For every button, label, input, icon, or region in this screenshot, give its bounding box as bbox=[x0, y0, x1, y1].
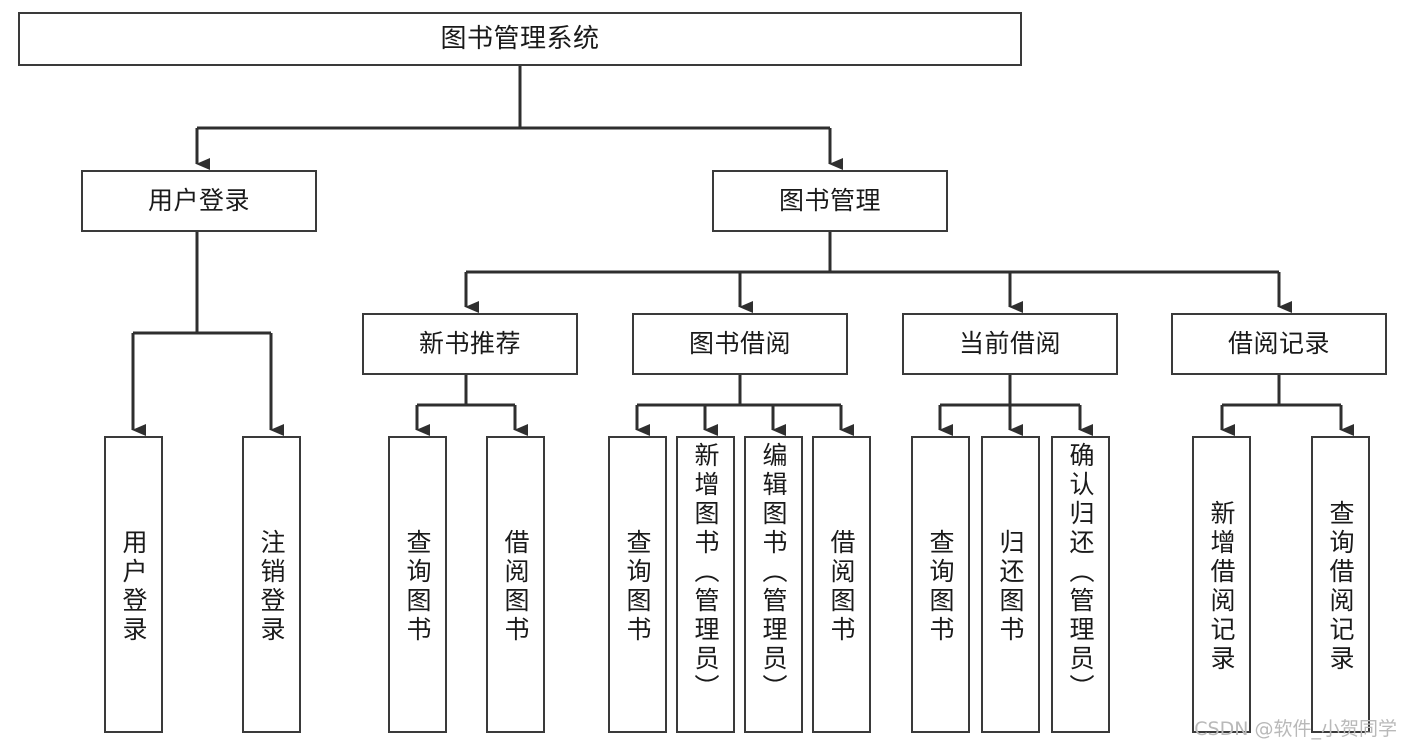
node-leaf-return-book[interactable]: 归还图书 bbox=[981, 436, 1040, 733]
node-borrow-record-label: 借阅记录 bbox=[1227, 329, 1330, 359]
node-root-label: 图书管理系统 bbox=[440, 23, 600, 54]
node-leaf-edit-book[interactable]: 编辑图书（管理员） bbox=[744, 436, 803, 733]
node-leaf-confirm-return-label: 确认归还（管理员） bbox=[1066, 442, 1095, 703]
node-book-mgmt[interactable]: 图书管理 bbox=[712, 170, 948, 232]
node-leaf-user-logout-label: 注销登录 bbox=[257, 528, 286, 645]
node-leaf-add-record[interactable]: 新增借阅记录 bbox=[1192, 436, 1251, 733]
node-leaf-query-record-label: 查询借阅记录 bbox=[1326, 499, 1355, 674]
node-leaf-user-login-label: 用户登录 bbox=[119, 528, 148, 645]
node-leaf-user-logout[interactable]: 注销登录 bbox=[242, 436, 301, 733]
node-borrow-record[interactable]: 借阅记录 bbox=[1171, 313, 1387, 375]
node-leaf-add-book[interactable]: 新增图书（管理员） bbox=[676, 436, 735, 733]
node-new-book-rec-label: 新书推荐 bbox=[418, 329, 521, 359]
node-new-book-rec[interactable]: 新书推荐 bbox=[362, 313, 578, 375]
node-leaf-query-book-3-label: 查询图书 bbox=[926, 528, 955, 645]
node-root[interactable]: 图书管理系统 bbox=[18, 12, 1022, 66]
csdn-watermark: CSDN @软件_小贺同学 bbox=[1194, 718, 1397, 740]
node-book-borrow[interactable]: 图书借阅 bbox=[632, 313, 848, 375]
node-book-mgmt-label: 图书管理 bbox=[778, 186, 881, 216]
node-leaf-user-login[interactable]: 用户登录 bbox=[104, 436, 163, 733]
node-leaf-query-book-1[interactable]: 查询图书 bbox=[388, 436, 447, 733]
node-leaf-query-book-2[interactable]: 查询图书 bbox=[608, 436, 667, 733]
node-leaf-borrow-book-2-label: 借阅图书 bbox=[827, 528, 856, 645]
node-leaf-query-book-2-label: 查询图书 bbox=[623, 528, 652, 645]
node-book-borrow-label: 图书借阅 bbox=[688, 329, 791, 359]
node-user-login-label: 用户登录 bbox=[147, 186, 250, 216]
node-leaf-query-book-3[interactable]: 查询图书 bbox=[911, 436, 970, 733]
node-leaf-add-book-label: 新增图书（管理员） bbox=[691, 442, 720, 703]
node-leaf-return-book-label: 归还图书 bbox=[996, 528, 1025, 645]
node-leaf-borrow-book-2[interactable]: 借阅图书 bbox=[812, 436, 871, 733]
node-leaf-borrow-book-1-label: 借阅图书 bbox=[501, 528, 530, 645]
node-leaf-query-record[interactable]: 查询借阅记录 bbox=[1311, 436, 1370, 733]
node-current-borrow-label: 当前借阅 bbox=[958, 329, 1061, 359]
node-current-borrow[interactable]: 当前借阅 bbox=[902, 313, 1118, 375]
node-leaf-query-book-1-label: 查询图书 bbox=[403, 528, 432, 645]
node-leaf-edit-book-label: 编辑图书（管理员） bbox=[759, 442, 788, 703]
node-user-login[interactable]: 用户登录 bbox=[81, 170, 317, 232]
node-leaf-borrow-book-1[interactable]: 借阅图书 bbox=[486, 436, 545, 733]
node-leaf-confirm-return[interactable]: 确认归还（管理员） bbox=[1051, 436, 1110, 733]
node-leaf-add-record-label: 新增借阅记录 bbox=[1207, 499, 1236, 674]
